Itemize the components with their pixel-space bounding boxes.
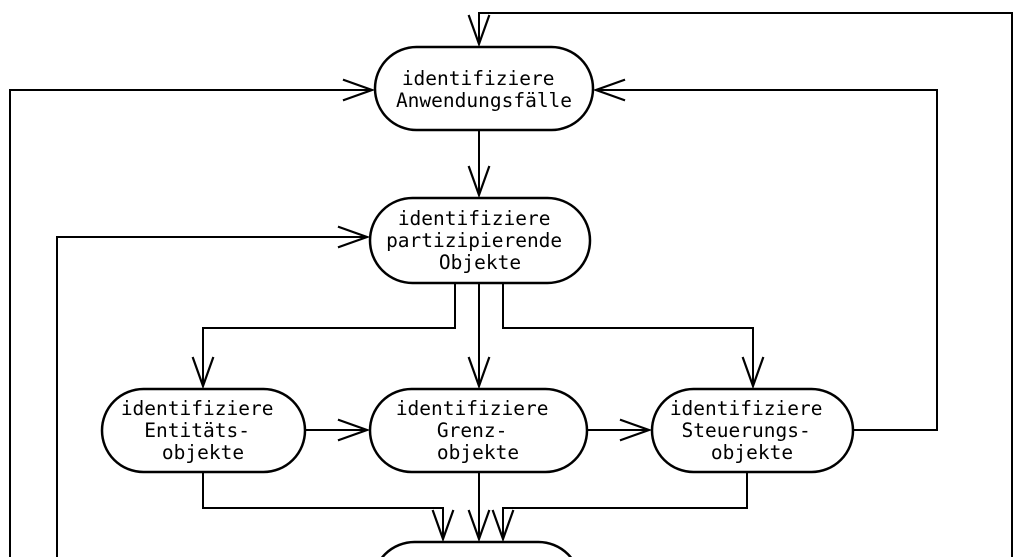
node-label-line: objekte	[437, 441, 519, 464]
edge-left-inner-to-participating	[56, 225, 371, 557]
node-identify-participating-objects-label: identifiziere partizipierende Objekte	[386, 207, 574, 274]
edge-entity-to-bottom-node	[202, 472, 455, 543]
node-label-line: identifiziere	[398, 207, 551, 230]
node-identify-boundary-objects-shape	[368, 387, 589, 474]
node-identify-entity-objects-label: identifiziere Entitäts- objekte	[121, 397, 285, 464]
node-identify-participating-objects-shape	[368, 196, 592, 285]
node-identify-use-cases: identifiziere Anwendungsfälle	[373, 45, 595, 132]
node-label-line: Objekte	[439, 251, 521, 274]
nodes-layer: identifiziere Anwendungsfälle identifizi…	[100, 45, 855, 557]
node-label-line: Entitäts-	[144, 419, 250, 442]
node-identify-participating-objects: identifiziere partizipierende Objekte	[368, 196, 592, 285]
node-label-line: identifiziere	[670, 397, 823, 420]
edge-left-outer-to-use-cases	[9, 78, 376, 557]
node-bottom-partial-shape	[380, 540, 573, 557]
node-label-line: Grenz-	[437, 419, 507, 442]
node-label-line: Steuerungs-	[682, 419, 811, 442]
edge-control-to-use-cases	[592, 78, 938, 431]
node-label-line: objekte	[711, 441, 793, 464]
edge-bottomloop-to-use-cases	[467, 12, 1013, 557]
node-label-line: objekte	[162, 441, 244, 464]
node-identify-control-objects: identifiziere Steuerungs- objekte	[650, 387, 855, 474]
edges-layer	[9, 12, 1013, 557]
node-identify-boundary-objects: identifiziere Grenz- objekte	[368, 387, 589, 474]
node-identify-entity-objects: identifiziere Entitäts- objekte	[100, 387, 307, 474]
node-identify-control-objects-shape	[650, 387, 855, 474]
node-identify-use-cases-shape	[373, 45, 595, 132]
node-identify-use-cases-label: identifiziere Anwendungsfälle	[396, 67, 572, 112]
node-label-line: identifiziere	[121, 397, 274, 420]
edge-participating-to-entity	[191, 283, 456, 390]
node-label-line: identifiziere	[402, 67, 555, 90]
node-label-line: partizipierende	[386, 229, 562, 252]
edge-control-to-bottom-node	[491, 472, 748, 543]
node-label-line: Anwendungsfälle	[396, 89, 572, 112]
node-identify-entity-objects-shape	[100, 387, 307, 474]
node-identify-control-objects-label: identifiziere Steuerungs- objekte	[670, 397, 834, 464]
node-label-line: identifiziere	[396, 397, 549, 420]
node-identify-boundary-objects-label: identifiziere Grenz- objekte	[396, 397, 560, 464]
node-bottom-partial	[380, 540, 573, 557]
edge-participating-to-control	[502, 283, 765, 390]
